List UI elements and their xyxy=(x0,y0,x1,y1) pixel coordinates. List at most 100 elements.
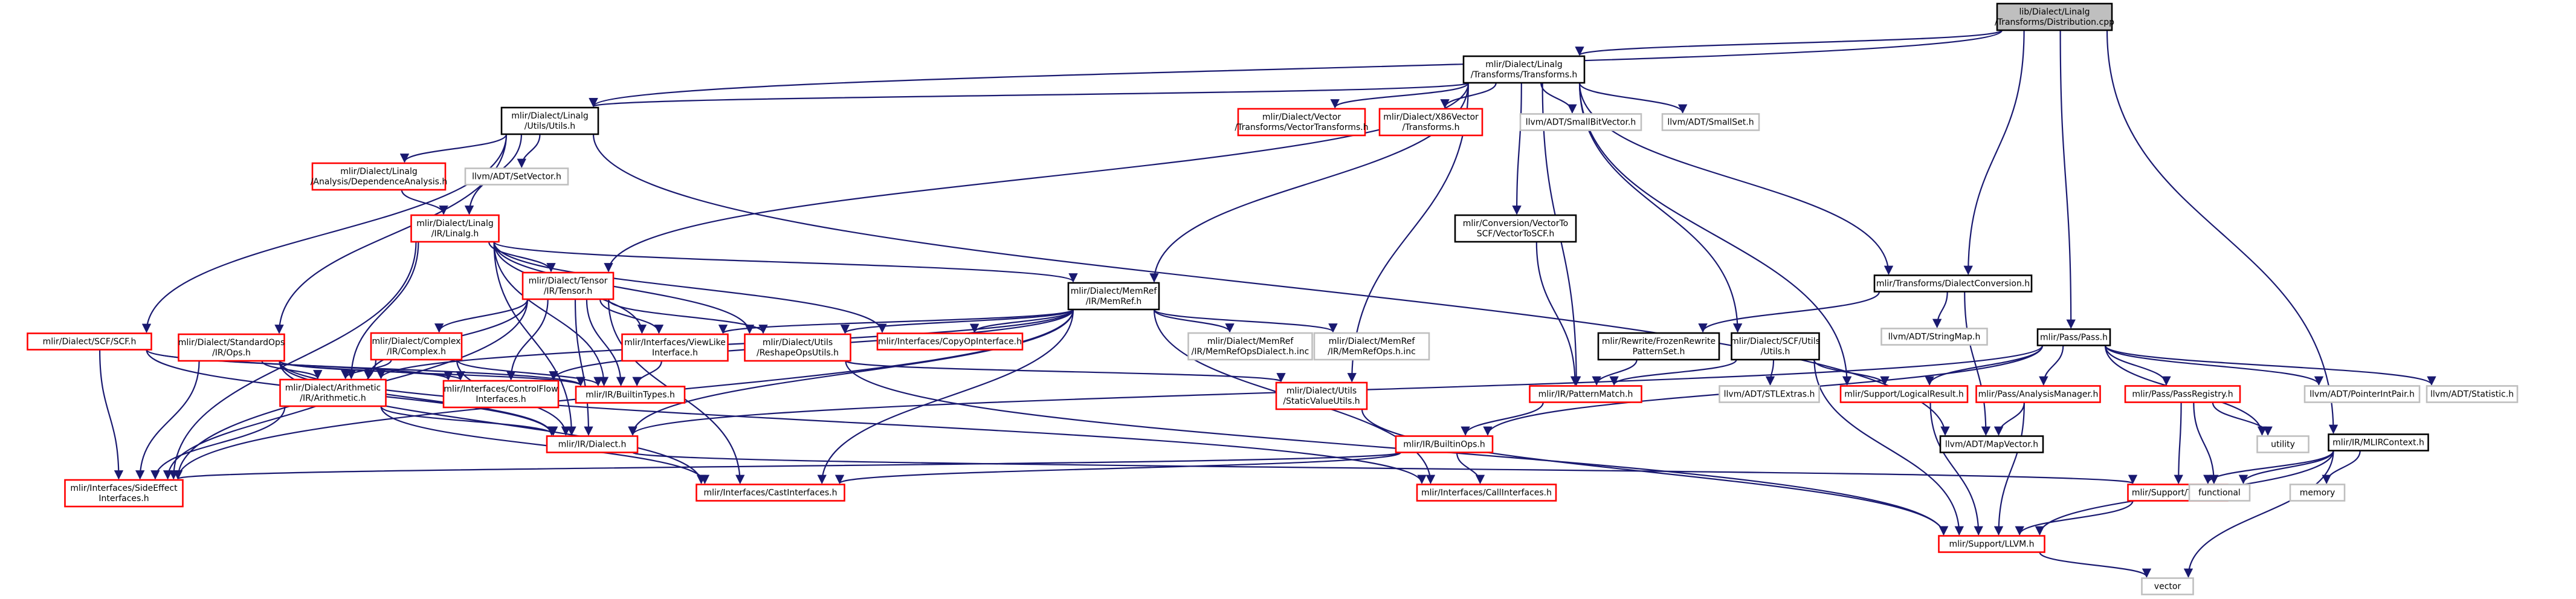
edge-transforms-to-staticvalue xyxy=(1347,82,1470,383)
node-linalg[interactable]: mlir/Dialect/Linalg/IR/Linalg.h xyxy=(410,214,500,243)
edge-utils-to-setvector xyxy=(517,134,541,169)
node-staticvalue[interactable]: mlir/Dialect/Utils/StaticValueUtils.h xyxy=(1275,381,1368,410)
node-label-line: mlir/Dialect/Complex xyxy=(372,337,461,346)
node-llvmh[interactable]: mlir/Support/LLVM.h xyxy=(1938,535,2045,553)
node-box xyxy=(744,333,851,362)
node-label-line: Interface.h xyxy=(652,348,698,358)
node-statistic: llvm/ADT/Statistic.h xyxy=(2426,385,2519,403)
node-label-line: mlir/Interfaces/CastInterfaces.h xyxy=(703,488,837,498)
node-label-line: mlir/Dialect/Linalg xyxy=(1485,60,1562,70)
edge-builtinops-to-castinterfaces xyxy=(835,452,1402,485)
edge-tensor-to-controlflow xyxy=(506,299,549,381)
node-passanalysis[interactable]: mlir/Pass/AnalysisManager.h xyxy=(1975,385,2101,403)
node-label-line: /IR/Linalg.h xyxy=(431,229,479,239)
node-passregistry[interactable]: mlir/Pass/PassRegistry.h xyxy=(2124,385,2241,403)
node-reshapeops[interactable]: mlir/Dialect/Utils/ReshapeOpsUtils.h xyxy=(744,333,851,362)
node-dialectconversion[interactable]: mlir/Transforms/DialectConversion.h xyxy=(1873,274,2033,293)
edge-complex-to-builtintypes xyxy=(456,359,603,387)
node-label-line: /ReshapeOpsUtils.h xyxy=(757,348,839,358)
node-label-line: /IR/MemRefOps.h.inc xyxy=(1328,347,1416,357)
node-arithmetic[interactable]: mlir/Dialect/Arithmetic/IR/Arithmetic.h xyxy=(279,378,387,407)
node-label-line: llvm/ADT/STLExtras.h xyxy=(1724,390,1815,400)
node-box xyxy=(279,378,387,407)
node-scf[interactable]: mlir/Dialect/SCF/SCF.h xyxy=(27,332,152,351)
node-box xyxy=(1661,113,1760,131)
node-label-line: mlir/Pass/Pass.h xyxy=(2040,333,2108,343)
node-box xyxy=(464,167,569,186)
node-box xyxy=(2188,484,2251,502)
node-mlircontext[interactable]: mlir/IR/MLIRContext.h xyxy=(2328,433,2429,452)
edge-transforms-to-utils xyxy=(589,82,1470,108)
node-box xyxy=(546,435,639,453)
node-box xyxy=(1519,113,1642,131)
node-pass[interactable]: mlir/Pass/Pass.h xyxy=(2036,328,2111,346)
node-box xyxy=(1873,274,2033,293)
node-tensor[interactable]: mlir/Dialect/Tensor/IR/Tensor.h xyxy=(521,271,615,300)
edge-typeid-to-llvmh xyxy=(2015,500,2134,536)
node-box xyxy=(1275,381,1368,410)
node-mapvector[interactable]: llvm/ADT/MapVector.h xyxy=(1939,435,2044,453)
node-copyop[interactable]: mlir/Interfaces/CopyOpInterface.h xyxy=(876,332,1024,351)
edge-root-to-utils xyxy=(589,30,2003,108)
edge-passregistry-to-typeid xyxy=(2174,402,2183,485)
edge-logicalresult-to-llvmh xyxy=(1929,402,1983,536)
node-box xyxy=(1939,435,2044,453)
node-dialect[interactable]: mlir/IR/Dialect.h xyxy=(546,435,639,453)
node-logicalresult[interactable]: mlir/Support/LogicalResult.h xyxy=(1839,385,1969,403)
node-memrefopsdialect: mlir/Dialect/MemRef/IR/MemRefOpsDialect.… xyxy=(1187,332,1313,361)
node-smallbitvector: llvm/ADT/SmallBitVector.h xyxy=(1519,113,1642,131)
node-vector: vector xyxy=(2141,577,2194,595)
edge-passregistry-to-functional xyxy=(2193,402,2219,485)
node-utils[interactable]: mlir/Dialect/Linalg/Utils/Utils.h xyxy=(500,106,599,135)
node-standardops[interactable]: mlir/Dialect/StandardOps/IR/Ops.h xyxy=(178,333,285,362)
node-label-line: llvm/ADT/Statistic.h xyxy=(2430,390,2514,400)
node-box xyxy=(178,333,285,362)
node-box xyxy=(696,484,845,502)
node-vectortoscf[interactable]: mlir/Conversion/VectorToSCF/VectorToSCF.… xyxy=(1454,214,1577,243)
node-box xyxy=(2256,435,2310,453)
node-box xyxy=(2328,433,2429,452)
node-depanalysis[interactable]: mlir/Dialect/Linalg/Analysis/DependenceA… xyxy=(311,162,448,191)
edge-memref-to-viewlike xyxy=(718,308,1074,334)
node-callinterfaces[interactable]: mlir/Interfaces/CallInterfaces.h xyxy=(1416,484,1557,502)
node-castinterfaces[interactable]: mlir/Interfaces/CastInterfaces.h xyxy=(696,484,845,502)
node-root[interactable]: lib/Dialect/Linalg/Transforms/Distributi… xyxy=(1995,2,2114,31)
edge-scfutils-to-llvmh xyxy=(1813,359,1964,536)
node-patternmatch[interactable]: mlir/IR/PatternMatch.h xyxy=(1529,385,1642,403)
node-label-line: llvm/ADT/SetVector.h xyxy=(472,172,561,182)
node-box xyxy=(1454,214,1577,243)
node-label-line: mlir/Interfaces/CopyOpInterface.h xyxy=(878,337,1022,347)
node-builtintypes[interactable]: mlir/IR/BuiltinTypes.h xyxy=(575,386,686,404)
edge-passanalysis-to-llvmh xyxy=(1993,402,2025,536)
node-box xyxy=(2289,484,2346,502)
node-box xyxy=(370,332,463,361)
node-box xyxy=(311,162,447,191)
edge-root-to-transforms xyxy=(1575,29,2003,56)
node-transforms[interactable]: mlir/Dialect/Linalg/Transforms/Transform… xyxy=(1462,55,1586,84)
node-label-line: llvm/ADT/StringMap.h xyxy=(1888,332,1981,342)
edge-mlircontext-to-typeid xyxy=(2203,450,2334,485)
node-builtinops[interactable]: mlir/IR/BuiltinOps.h xyxy=(1395,435,1494,453)
edge-reshapeops-to-staticvalue xyxy=(845,360,1286,383)
node-box xyxy=(575,386,686,404)
node-box xyxy=(1719,385,1820,403)
node-memref[interactable]: mlir/Dialect/MemRef/IR/MemRef.h xyxy=(1067,282,1160,311)
edge-mlircontext-to-memory xyxy=(2322,450,2361,485)
edge-pass-to-passanalysis xyxy=(2039,345,2064,386)
node-vectortransforms[interactable]: mlir/Dialect/Vector/Transforms/VectorTra… xyxy=(1235,108,1369,137)
node-x86vector[interactable]: mlir/Dialect/X86Vector/Transforms.h xyxy=(1378,108,1483,137)
node-functional: functional xyxy=(2188,484,2251,502)
edge-mlircontext-to-vector xyxy=(2183,450,2334,578)
edge-tensor-to-reshapeops xyxy=(607,299,768,334)
node-label-line: mlir/Dialect/Utils xyxy=(1286,386,1357,396)
node-scfutils[interactable]: mlir/Dialect/SCF/Utils/Utils.h xyxy=(1731,332,1820,361)
node-complex[interactable]: mlir/Dialect/Complex/IR/Complex.h xyxy=(370,332,463,361)
edge-linalg-to-reshapeops xyxy=(493,241,755,334)
node-label-line: mlir/Support/LLVM.h xyxy=(1949,540,2035,549)
edge-linalg-to-memref xyxy=(493,241,1078,283)
